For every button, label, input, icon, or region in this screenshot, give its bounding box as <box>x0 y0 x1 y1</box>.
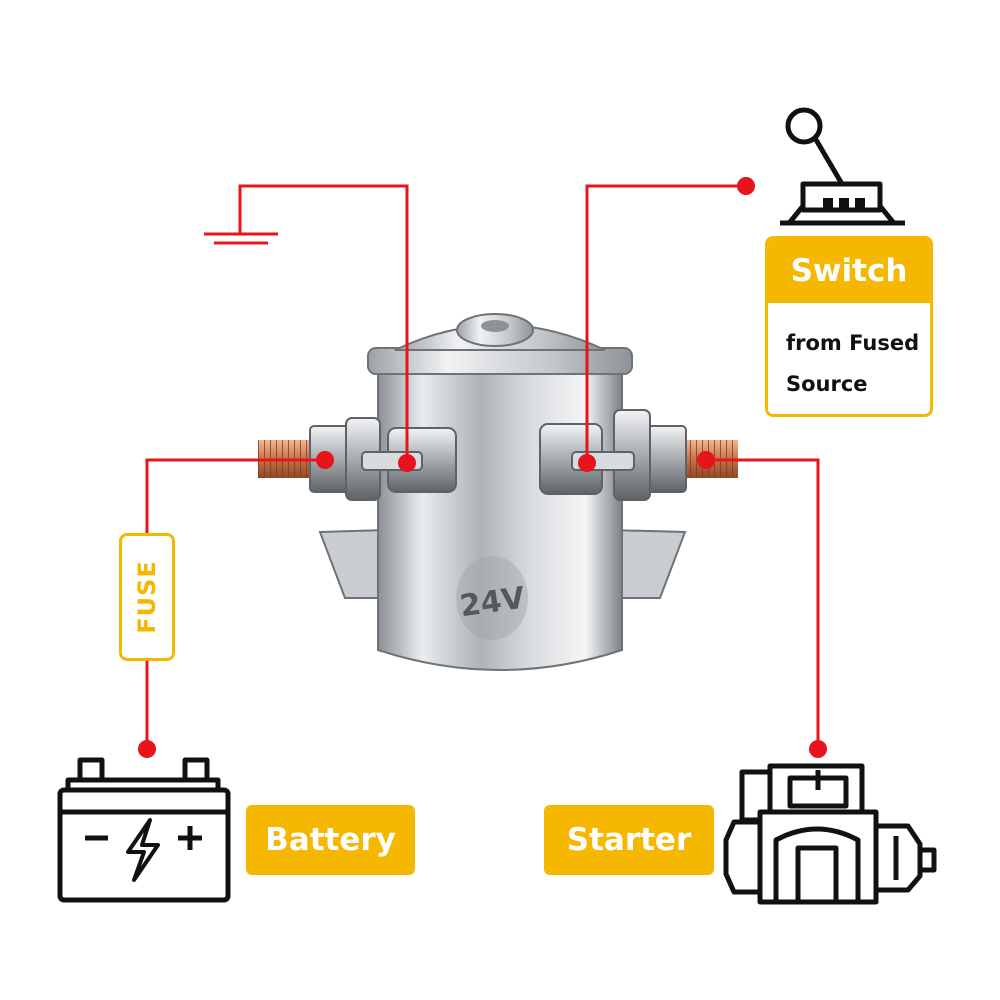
switch-subtitle-line2: Source <box>786 372 868 396</box>
car-battery-icon <box>57 757 231 903</box>
switch-title: Switch <box>768 239 930 303</box>
battery-wire <box>145 458 325 533</box>
joystick-switch-icon <box>780 107 905 226</box>
fuse-label: FUSE <box>133 560 161 634</box>
starter-wire <box>706 458 820 748</box>
battery-label: Battery <box>246 805 415 875</box>
fuse-label-box: FUSE <box>119 533 175 661</box>
switch-label-box: Switch from Fused Source <box>765 236 933 417</box>
ground-terminal-dot <box>398 454 416 472</box>
starter-terminal-dot <box>697 451 715 469</box>
switch-wire <box>585 184 745 462</box>
switch-end-dot <box>737 177 755 195</box>
mounting-bracket <box>318 528 386 599</box>
battery-end-dot <box>138 740 156 758</box>
battery-terminal-dot <box>316 451 334 469</box>
ground-symbol-icon <box>204 232 278 245</box>
starter-motor-icon <box>723 763 937 905</box>
switch-terminal-dot <box>578 454 596 472</box>
starter-end-dot <box>809 740 827 758</box>
wires <box>145 184 820 748</box>
ground-wire <box>238 184 409 462</box>
starter-label: Starter <box>544 805 714 875</box>
switch-subtitle: from Fused Source <box>768 303 930 405</box>
switch-subtitle-line1: from Fused <box>786 331 920 355</box>
